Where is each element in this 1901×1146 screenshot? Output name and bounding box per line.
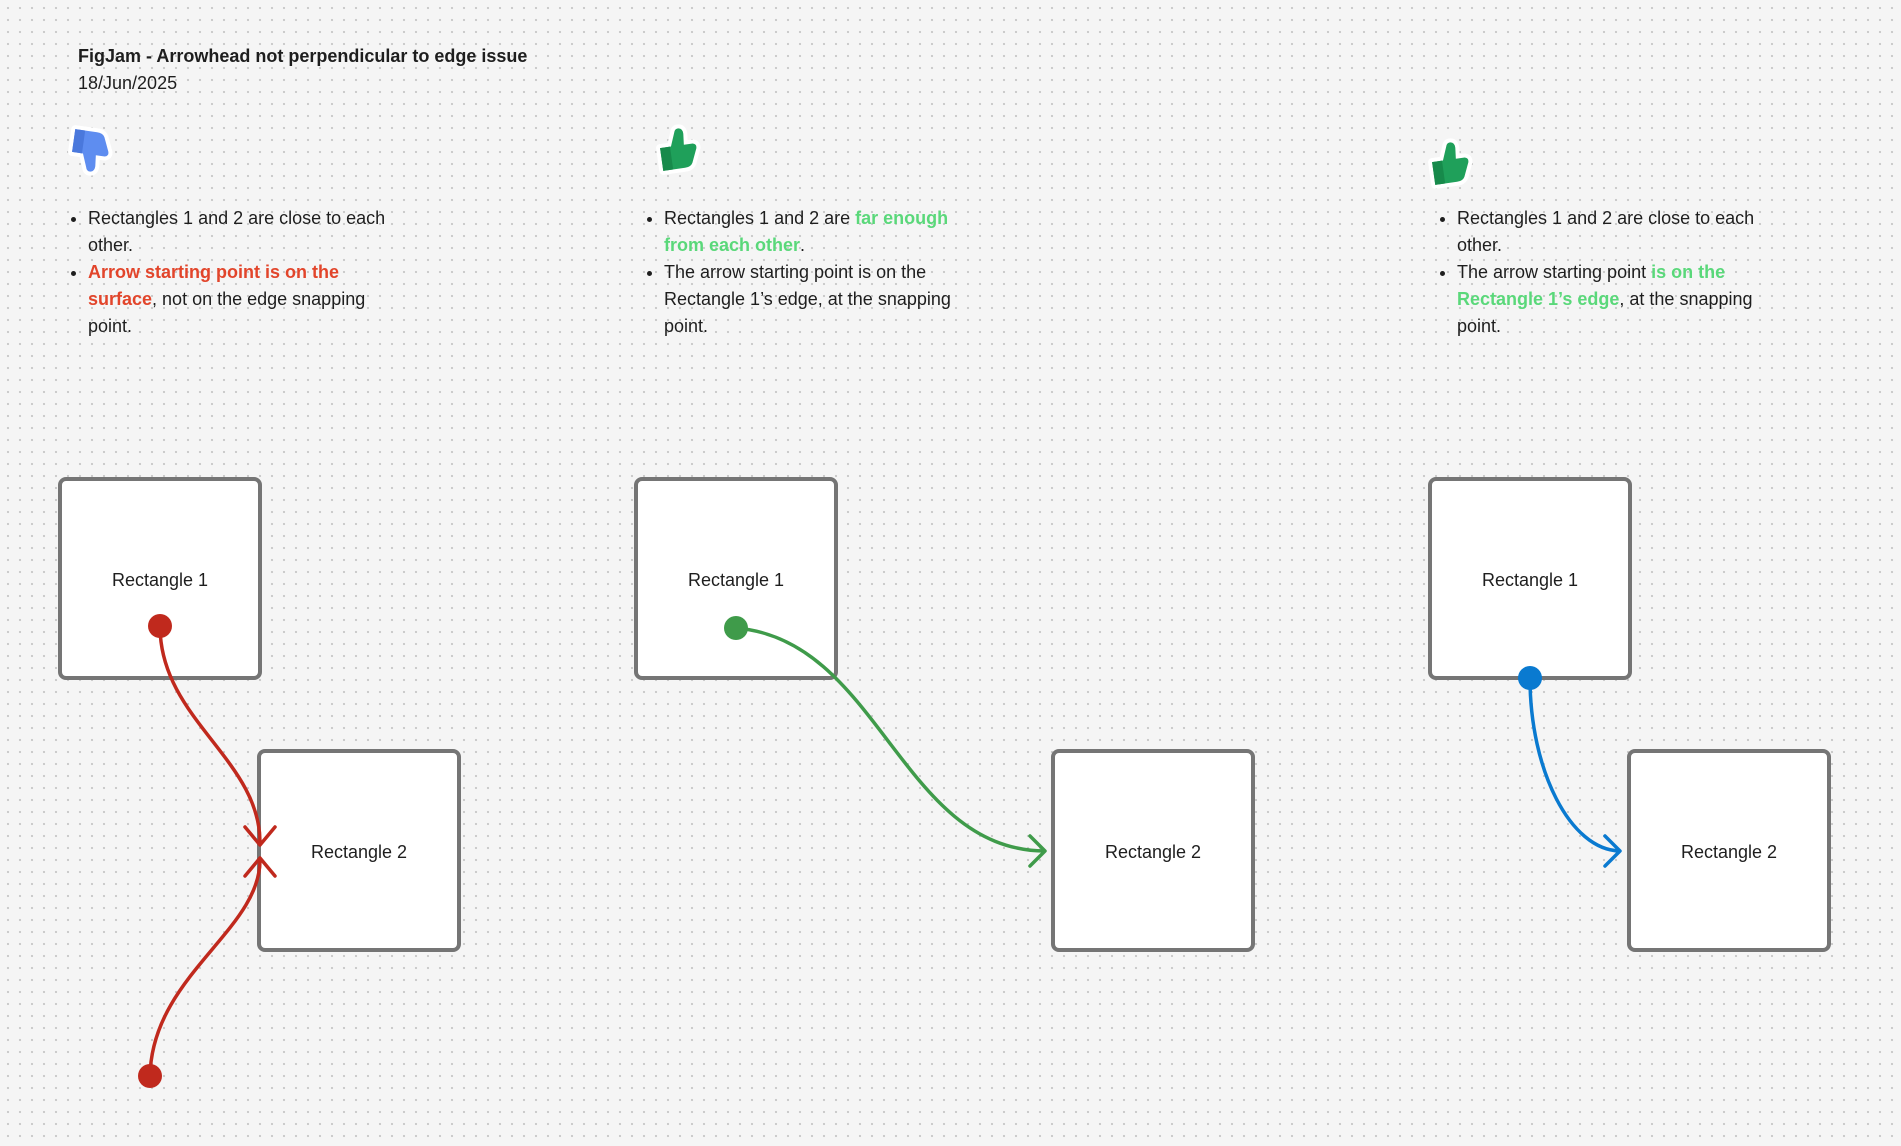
note-text: Rectangles 1 and 2 are close to each oth… xyxy=(88,208,386,255)
panel-1-connector-upper[interactable] xyxy=(158,625,262,846)
panel-1-connector-start-handle-2[interactable] xyxy=(138,1064,162,1088)
note-bullet: Arrow starting point is on the surface, … xyxy=(88,259,388,340)
thumbs-up-icon[interactable] xyxy=(1424,130,1484,190)
note-text: The arrow starting point is on the Recta… xyxy=(664,262,951,336)
panel-2-rectangle-1-label: Rectangle 1 xyxy=(688,570,784,590)
panel-2-diagram: Rectangle 1 Rectangle 2 xyxy=(634,477,1255,952)
highlight-text-green: far enough from each other xyxy=(664,208,949,255)
panel-3-connector-start-handle[interactable] xyxy=(1518,666,1542,690)
panel-3-rectangle-2[interactable] xyxy=(1627,749,1831,952)
note-bullet: The arrow starting point is on the Recta… xyxy=(664,259,964,340)
note-text: . xyxy=(800,235,806,255)
note-text: , at the snapping point. xyxy=(1457,289,1753,336)
notes-panel-2: Rectangles 1 and 2 are far enough from e… xyxy=(644,205,964,340)
panel-3-diagram: Rectangle 1 Rectangle 2 xyxy=(1428,477,1831,952)
panel-1-rectangle-1[interactable] xyxy=(58,477,262,680)
panel-2-connector-start-handle[interactable] xyxy=(724,616,748,640)
board-date: 18/Jun/2025 xyxy=(78,73,178,93)
highlight-text-green: is on the Rectangle 1’s edge xyxy=(1457,262,1726,309)
note-bullet: The arrow starting point is on the Recta… xyxy=(1457,259,1757,340)
panel-1-arrowhead-lower xyxy=(243,856,277,878)
panel-1-diagram: Rectangle 1 Rectangle 2 xyxy=(58,477,461,1088)
panel-3-rectangle-1-label: Rectangle 1 xyxy=(1482,570,1578,590)
panel-3-arrowhead xyxy=(1603,834,1622,868)
notes-panel-1: Rectangles 1 and 2 are close to each oth… xyxy=(68,205,388,340)
panel-2-connector[interactable] xyxy=(735,626,1046,853)
notes-panel-3: Rectangles 1 and 2 are close to each oth… xyxy=(1437,205,1757,340)
panel-2-rectangle-1[interactable] xyxy=(634,477,838,680)
board-title: FigJam - Arrowhead not perpendicular to … xyxy=(78,46,528,66)
thumbs-up-icon[interactable] xyxy=(652,116,712,176)
note-text: Rectangles 1 and 2 are xyxy=(664,208,856,228)
note-bullet: Rectangles 1 and 2 are close to each oth… xyxy=(88,205,388,259)
board-header: FigJam - Arrowhead not perpendicular to … xyxy=(78,44,527,95)
panel-3-rectangle-2-label: Rectangle 2 xyxy=(1681,842,1777,862)
panel-1-rectangle-2-label: Rectangle 2 xyxy=(311,842,407,862)
panel-1-rectangle-2[interactable] xyxy=(257,749,461,952)
panel-1-connector-start-handle[interactable] xyxy=(148,614,172,638)
panel-2-arrowhead xyxy=(1028,834,1047,868)
panel-1-connector-lower[interactable] xyxy=(148,857,262,1077)
note-bullet: Rectangles 1 and 2 are far enough from e… xyxy=(664,205,964,259)
thumbs-down-icon[interactable] xyxy=(64,124,124,184)
note-text: Rectangles 1 and 2 are close to each oth… xyxy=(1457,208,1755,255)
note-bullet: Rectangles 1 and 2 are close to each oth… xyxy=(1457,205,1757,259)
panel-1-rectangle-1-label: Rectangle 1 xyxy=(112,570,208,590)
highlight-text-red: Arrow starting point is on the surface xyxy=(88,262,339,309)
panel-1-arrowhead-upper xyxy=(243,825,277,847)
note-text: , not on the edge snapping point. xyxy=(88,289,366,336)
panel-3-connector[interactable] xyxy=(1528,677,1621,853)
panel-2-rectangle-2-label: Rectangle 2 xyxy=(1105,842,1201,862)
panel-2-rectangle-2[interactable] xyxy=(1051,749,1255,952)
note-text: The arrow starting point xyxy=(1457,262,1652,282)
